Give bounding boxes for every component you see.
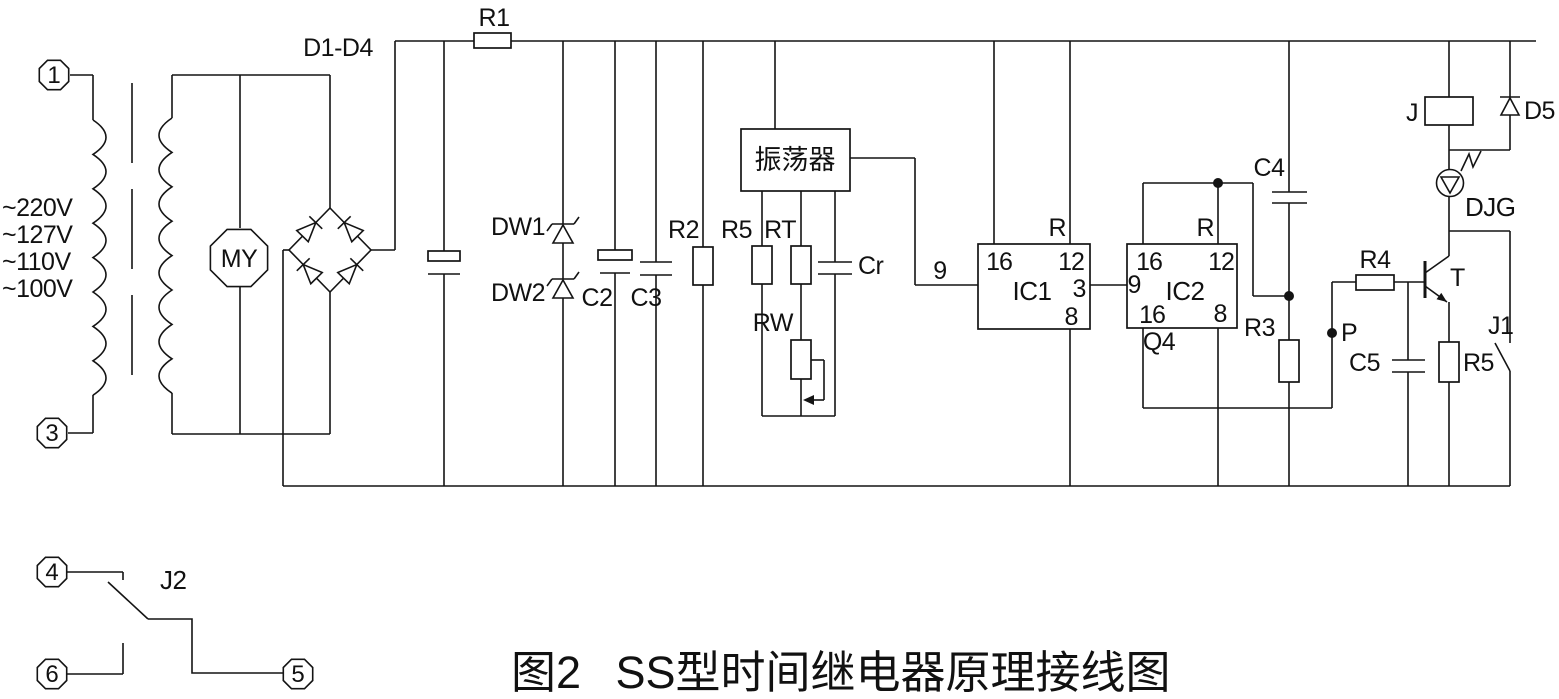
figure-title: SS型时间继电器原理接线图	[615, 647, 1170, 698]
diode-icon	[1499, 96, 1521, 116]
c2-label: C2	[582, 284, 613, 312]
tap-127v-label: ~127V	[2, 221, 73, 249]
ic1-pin16-label: 16	[986, 248, 1012, 276]
ic2-r-label: R	[1196, 214, 1214, 242]
osc-output-pin-label: 9	[933, 257, 946, 285]
r5b-label: R5	[1463, 349, 1494, 377]
oscillator-block: 振荡器 9	[740, 41, 978, 286]
varistor-my: MY	[209, 75, 269, 434]
transistor-t: T	[1423, 255, 1466, 342]
tap-110v-label: ~110V	[2, 248, 71, 276]
terminal-6: 6	[36, 658, 68, 690]
capacitor-c5: C5	[1349, 282, 1425, 486]
bridge-rectifier: D1-D4	[282, 34, 396, 486]
r5a-label: R5	[721, 216, 752, 244]
timing-network: R5 RT RW Cr	[721, 191, 884, 417]
tap-100v-label: ~100V	[2, 275, 73, 303]
r2-label: R2	[668, 216, 699, 244]
capacitor-c3: C3	[631, 41, 672, 486]
dw1-label: DW1	[491, 213, 545, 241]
ic2-pin8-label: 8	[1214, 300, 1227, 328]
cr-label: Cr	[858, 252, 884, 280]
ic2-pin16-top-label: 16	[1136, 248, 1162, 276]
diode-d5: D5	[1499, 41, 1555, 150]
primary-winding	[91, 119, 107, 396]
resistor-r2: R2	[668, 41, 714, 486]
resistor-r3: R3	[1244, 314, 1300, 486]
flash-icon	[1460, 150, 1482, 172]
figure-number: 图2	[511, 647, 581, 698]
ic1-block: R 16 12 IC1 3 8	[977, 41, 1127, 486]
r4-label: R4	[1360, 246, 1392, 274]
rt-label: RT	[764, 216, 796, 244]
diode-icon	[337, 215, 365, 244]
ic2-block: R 16 12 9 IC2 16 8 Q4	[1126, 178, 1332, 486]
resistor-r1: R1	[473, 4, 512, 49]
ic1-r-label: R	[1048, 214, 1066, 242]
d5-label: D5	[1524, 97, 1555, 125]
terminal-3-label: 3	[45, 420, 58, 447]
voltage-taps: ~220V ~127V ~110V ~100V	[2, 194, 74, 303]
my-label: MY	[221, 245, 258, 273]
j2-label: J2	[160, 565, 187, 595]
capacitor-c4: C4	[1254, 41, 1307, 340]
terminal-5: 5	[282, 658, 314, 690]
j2-blade	[107, 581, 149, 620]
tap-220v-label: ~220V	[2, 194, 73, 222]
relay-coil-j: J	[1406, 41, 1510, 151]
ic1-pin8-label: 8	[1065, 303, 1078, 331]
r1-label: R1	[479, 4, 510, 32]
r3-label: R3	[1244, 314, 1275, 342]
j-label: J	[1406, 99, 1418, 127]
ic2-label: IC2	[1166, 276, 1205, 306]
ic2-pin16-bottom-label: 16	[1139, 301, 1165, 329]
dw2-label: DW2	[491, 279, 545, 307]
resistor-r4: R4	[1332, 246, 1425, 291]
bridge-label: D1-D4	[303, 34, 373, 62]
ic2-pin12-label: 12	[1208, 248, 1234, 276]
j1-label: J1	[1488, 312, 1513, 340]
diode-icon	[295, 215, 323, 244]
ic1-pin3-label: 3	[1073, 275, 1086, 303]
terminal-6-label: 6	[45, 661, 58, 688]
ic1-label: IC1	[1013, 276, 1052, 306]
potentiometer-wiper	[803, 359, 825, 405]
capacitor-c1	[427, 41, 461, 486]
contact-j1: J1	[1449, 230, 1514, 486]
terminal-4: 4	[36, 556, 68, 588]
terminal-4-label: 4	[45, 559, 58, 586]
terminal-1: 1	[38, 59, 70, 91]
node-p: P	[1327, 282, 1358, 408]
diode-icon	[296, 257, 324, 286]
ic2-pin9-label: 9	[1128, 271, 1141, 299]
resistor-r5b: R5	[1438, 341, 1494, 486]
ic1-pin12-label: 12	[1058, 248, 1084, 276]
c4-label: C4	[1254, 154, 1286, 182]
secondary-winding	[158, 117, 174, 394]
caption: 图2 SS型时间继电器原理接线图	[511, 647, 1171, 698]
q4-label: Q4	[1143, 328, 1176, 356]
rw-label: RW	[753, 309, 794, 337]
power-rails	[283, 40, 1536, 487]
terminal-1-label: 1	[47, 62, 60, 89]
terminal-5-label: 5	[291, 661, 304, 688]
djg-label: DJG	[1465, 192, 1516, 222]
transformer	[68, 74, 330, 435]
c3-label: C3	[631, 284, 662, 312]
oscillator-label: 振荡器	[755, 145, 836, 175]
zener-dw1-dw2: DW1 DW2	[491, 41, 580, 486]
indicator-lamp-djg: DJG	[1435, 150, 1516, 256]
terminal-3: 3	[36, 417, 68, 449]
t-label: T	[1450, 264, 1465, 292]
p-label: P	[1341, 319, 1357, 347]
contact-j2-group: 4 6 5 J2	[36, 556, 314, 690]
diode-icon	[336, 257, 364, 286]
capacitor-c2: C2	[582, 41, 633, 486]
c5-label: C5	[1349, 349, 1380, 377]
